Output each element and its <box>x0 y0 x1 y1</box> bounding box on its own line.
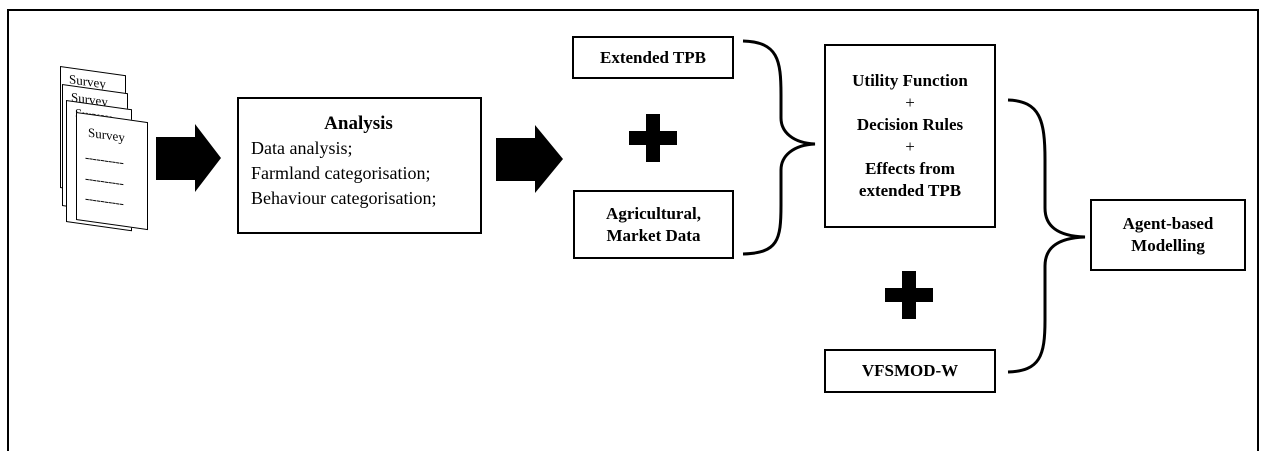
plus-text: + <box>905 137 915 156</box>
effects-label: extended TPB <box>858 181 962 200</box>
curly-brace-icon <box>1007 98 1086 374</box>
decision-rules-label: Decision Rules <box>856 115 964 134</box>
analysis-box: Analysis Data analysis; Farmland categor… <box>237 97 482 234</box>
analysis-item: Data analysis; <box>251 138 353 158</box>
agent-based-label: Agent-based <box>1122 214 1214 233</box>
effects-label: Effects from <box>865 159 955 178</box>
vfsmod-w-box: VFSMOD-W <box>824 349 996 393</box>
plus-icon <box>885 271 933 319</box>
agricultural-label: Agricultural, <box>606 203 701 223</box>
right-arrow-icon <box>156 124 221 192</box>
curly-brace-icon <box>742 39 816 256</box>
agricultural-market-data-box: Agricultural, Market Data <box>573 190 734 259</box>
utility-function-box: Utility Function + Decision Rules + Effe… <box>824 44 996 228</box>
vfsmod-w-label: VFSMOD-W <box>861 361 959 380</box>
market-data-label: Market Data <box>606 225 701 245</box>
diagram-frame <box>7 9 1259 451</box>
modelling-label: Modelling <box>1131 236 1205 255</box>
analysis-item: Farmland categorisation; <box>251 163 431 183</box>
extended-tpb-box: Extended TPB <box>572 36 734 79</box>
agent-based-modelling-box: Agent-based Modelling <box>1090 199 1246 271</box>
right-arrow-icon <box>496 125 563 193</box>
analysis-title: Analysis <box>324 113 393 134</box>
plus-icon <box>629 114 677 162</box>
extended-tpb-label: Extended TPB <box>600 47 706 67</box>
analysis-item: Behaviour categorisation; <box>251 188 437 208</box>
utility-function-label: Utility Function <box>852 71 968 90</box>
plus-text: + <box>905 93 915 112</box>
